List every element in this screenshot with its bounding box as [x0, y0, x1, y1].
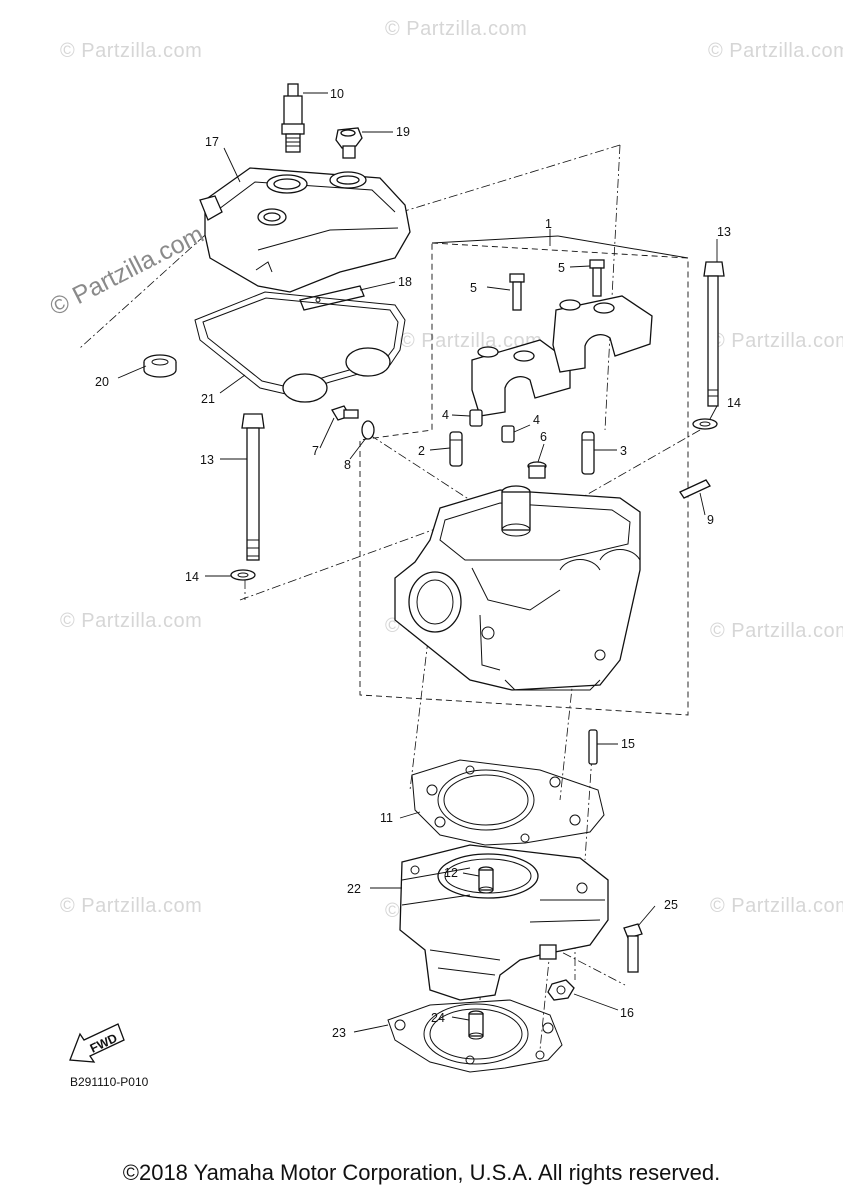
callout-11: 11: [380, 811, 393, 825]
cylinder-bolt: [623, 923, 643, 973]
forward-arrow-icon: FWD: [69, 1023, 125, 1063]
guide-stud: [581, 431, 595, 475]
copyright-notice: ©2018 Yamaha Motor Corporation, U.S.A. A…: [122, 1160, 721, 1185]
callout-14: 14: [727, 396, 741, 410]
spark-plug: [281, 83, 305, 153]
callout-19: 19: [396, 125, 410, 139]
watermark: © Partzilla.com: [710, 620, 843, 642]
cylinder-head: [394, 485, 641, 691]
watermark: © Partzilla.com: [60, 610, 203, 632]
head-bolt: [703, 261, 725, 407]
assembly-bracket: [431, 235, 559, 244]
watermark: © Partzilla.com: [708, 40, 843, 62]
valve-cover: [199, 167, 411, 293]
cover-gasket: [194, 291, 406, 403]
callout-17: 17: [205, 135, 219, 149]
alignment-line: [369, 434, 471, 501]
callout-13: 13: [200, 453, 214, 467]
callout-14: 14: [185, 570, 199, 584]
cam-cap: [552, 295, 653, 373]
watermark: © Partzilla.com: [60, 895, 203, 917]
callout-10: 10: [330, 87, 344, 101]
callout-16: 16: [620, 1006, 634, 1020]
callout-6: 6: [540, 430, 547, 444]
callout-13: 13: [717, 225, 731, 239]
cylinder-dowel: [478, 866, 494, 894]
cap-bolt: [589, 259, 605, 297]
watermark: © Partzilla.com: [400, 330, 543, 352]
head-gasket: [411, 759, 605, 846]
callout-21: 21: [201, 392, 215, 406]
callout-5: 5: [558, 261, 565, 275]
alignment-line: [539, 949, 551, 1051]
plug-seal: [143, 354, 177, 378]
base-gasket: [387, 999, 563, 1073]
watermark: © Partzilla.com: [385, 18, 528, 40]
callout-18: 18: [398, 275, 412, 289]
callout-25: 25: [664, 898, 678, 912]
watermark: © Partzilla.com: [60, 40, 203, 62]
diagram-code: B291110-P010: [70, 1075, 149, 1089]
assembly-bracket: [557, 235, 689, 259]
dowel-pin: [469, 409, 483, 427]
fwd-label: FWD: [88, 1031, 120, 1056]
callout-3: 3: [620, 444, 627, 458]
guide-stud: [449, 431, 463, 467]
callout-5: 5: [470, 281, 477, 295]
head-bolt: [241, 413, 265, 561]
alignment-line: [559, 429, 701, 511]
base-dowel: [468, 1010, 484, 1040]
alignment-line: [239, 519, 461, 601]
stud-bolt: [679, 479, 711, 499]
callout-9: 9: [707, 513, 714, 527]
cylinder-block: [399, 844, 609, 1001]
callout-4: 4: [442, 408, 449, 422]
alignment-line: [409, 639, 429, 791]
callout-1: 1: [545, 217, 552, 231]
watermark: © Partzilla.com: [710, 330, 843, 352]
access-plug: [527, 461, 547, 479]
callout-22: 22: [347, 882, 361, 896]
callout-4: 4: [533, 413, 540, 427]
callout-23: 23: [332, 1026, 346, 1040]
bracket-plate: [299, 285, 365, 311]
cam-cap: [471, 339, 571, 417]
bolt-washer: [230, 569, 256, 581]
washer: [361, 420, 375, 440]
callout-2: 2: [418, 444, 425, 458]
cap-bolt: [509, 273, 525, 311]
side-bolt: [331, 405, 359, 421]
cylinder-stud: [588, 729, 598, 765]
bolt-washer: [692, 418, 718, 430]
alignment-line: [547, 944, 626, 986]
callout-8: 8: [344, 458, 351, 472]
cover-bolt: [335, 127, 363, 159]
alignment-line: [604, 144, 621, 431]
cylinder-nut: [547, 979, 575, 1001]
callout-7: 7: [312, 444, 319, 458]
dowel-pin: [501, 425, 515, 443]
leader-lines: [117, 92, 718, 1033]
callout-12: 12: [444, 866, 458, 880]
watermark: © Partzilla.com: [710, 895, 843, 917]
callout-24: 24: [431, 1011, 445, 1025]
callout-15: 15: [621, 737, 635, 751]
assembly-outline: [359, 242, 689, 716]
callout-20: 20: [95, 375, 109, 389]
